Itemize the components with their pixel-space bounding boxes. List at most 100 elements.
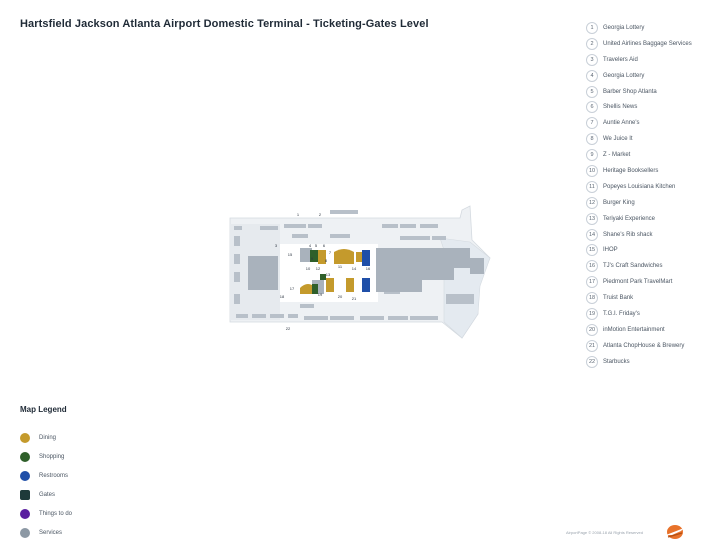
map-marker[interactable]: 3 <box>275 243 278 248</box>
legend-item-shopping[interactable]: Shopping <box>20 447 72 466</box>
map-marker[interactable]: 7 <box>329 250 332 255</box>
directory-number: 19 <box>586 307 598 320</box>
map-legend: Dining Shopping Restrooms Gates Things t… <box>20 428 72 542</box>
directory-item[interactable]: 4 Georgia Lottery <box>586 68 716 84</box>
map-marker[interactable]: 4 <box>309 243 312 248</box>
map-marker[interactable]: 22 <box>286 326 291 331</box>
directory-item[interactable]: 5 Barber Shop Atlanta <box>586 84 716 100</box>
legend-item-dining[interactable]: Dining <box>20 428 72 447</box>
directory-number: 5 <box>586 85 598 98</box>
directory-number: 8 <box>586 133 598 146</box>
map-marker[interactable]: 20 <box>338 294 343 299</box>
map-markers[interactable]: 1 2 3 4 5 6 7 8 9 10 11 12 13 14 15 16 1… <box>275 212 371 331</box>
directory-number: 17 <box>586 276 598 289</box>
directory-item[interactable]: 19 T.G.I. Friday's <box>586 306 716 322</box>
directory-label: Z - Market <box>603 152 631 159</box>
legend-label: Shopping <box>39 453 65 460</box>
legend-title: Map Legend <box>20 405 67 414</box>
map-marker[interactable]: 9 <box>311 256 314 261</box>
map-marker[interactable]: 18 <box>280 294 285 299</box>
shopping-swatch <box>20 451 30 462</box>
directory-number: 1 <box>586 21 598 34</box>
directory-item[interactable]: 22 Starbucks <box>586 354 716 370</box>
directory-number: 16 <box>586 260 598 273</box>
directory-number: 12 <box>586 196 598 209</box>
dining-swatch <box>20 432 30 443</box>
map-marker[interactable]: 6 <box>323 243 326 248</box>
gates-swatch <box>20 489 30 500</box>
directory-label: Atlanta ChopHouse & Brewery <box>603 342 685 349</box>
map-marker[interactable]: 15 <box>288 252 293 257</box>
map-marker[interactable]: 16 <box>366 266 371 271</box>
directory-label: IHOP <box>603 247 618 254</box>
legend-item-gates[interactable]: Gates <box>20 485 72 504</box>
legend-label: Gates <box>39 491 56 498</box>
page-title: Hartsfield Jackson Atlanta Airport Domes… <box>20 18 429 30</box>
legend-item-things-to-do[interactable]: Things to do <box>20 504 72 523</box>
legend-label: Things to do <box>39 510 73 517</box>
shopping-areas <box>310 250 326 294</box>
directory-item[interactable]: 21 Atlanta ChopHouse & Brewery <box>586 338 716 354</box>
directory-label: Starbucks <box>603 358 630 365</box>
directory-number: 18 <box>586 292 598 305</box>
services-swatch <box>20 527 30 538</box>
map-marker[interactable]: 5 <box>315 243 318 248</box>
legend-item-services[interactable]: Services <box>20 523 72 542</box>
map-marker[interactable]: 12 <box>316 266 321 271</box>
directory-label: TJ's Craft Sandwiches <box>603 263 663 270</box>
directory-label: Shellis News <box>603 104 638 111</box>
directory-label: United Airlines Baggage Services <box>603 40 692 47</box>
directory-number: 4 <box>586 69 598 82</box>
directory-item[interactable]: 6 Shellis News <box>586 99 716 115</box>
map-marker[interactable]: 2 <box>319 212 322 217</box>
top-gate-bars <box>234 210 446 240</box>
map-marker[interactable]: 8 <box>325 258 328 263</box>
directory-label: Barber Shop Atlanta <box>603 88 657 95</box>
directory-number: 2 <box>586 37 598 50</box>
directory-label: T.G.I. Friday's <box>603 310 640 317</box>
directory-number: 14 <box>586 228 598 241</box>
restrooms-swatch <box>20 470 30 481</box>
directory-number: 13 <box>586 212 598 225</box>
map-marker[interactable]: 1 <box>297 212 300 217</box>
gate-block-left <box>248 256 278 290</box>
left-gate-bars <box>234 236 240 304</box>
directory-label: Georgia Lottery <box>603 72 645 79</box>
map-marker[interactable]: 14 <box>352 266 357 271</box>
directory-item[interactable]: 16 TJ's Craft Sandwiches <box>586 258 716 274</box>
copyright-text: AirportPage © 2008-18 All Rights Reserve… <box>566 530 643 535</box>
directory-item[interactable]: 2 United Airlines Baggage Services <box>586 36 716 52</box>
restroom-areas <box>362 250 370 292</box>
directory-label: Teriyaki Experience <box>603 215 656 222</box>
legend-label: Dining <box>39 434 57 441</box>
directory-item[interactable]: 13 Teriyaki Experience <box>586 211 716 227</box>
map-marker[interactable]: 10 <box>306 266 311 271</box>
directory-number: 22 <box>586 355 598 368</box>
directory-label: Auntie Anne's <box>603 120 640 127</box>
terminal-map[interactable]: 1 2 3 4 5 6 7 8 9 10 11 12 13 14 15 16 1… <box>200 190 520 360</box>
map-marker[interactable]: 11 <box>338 264 343 269</box>
directory-number: 6 <box>586 101 598 114</box>
map-marker[interactable]: 19 <box>318 292 323 297</box>
map-marker[interactable]: 13 <box>326 272 331 277</box>
directory-label: Travelers Aid <box>603 56 638 63</box>
legend-item-restrooms[interactable]: Restrooms <box>20 466 72 485</box>
map-marker[interactable]: 21 <box>352 296 357 301</box>
directory-label: inMotion Entertainment <box>603 326 665 333</box>
map-marker[interactable]: 17 <box>290 286 295 291</box>
directory-label: Popeyes Louisiana Kitchen <box>603 183 676 190</box>
directory-number: 21 <box>586 339 598 352</box>
